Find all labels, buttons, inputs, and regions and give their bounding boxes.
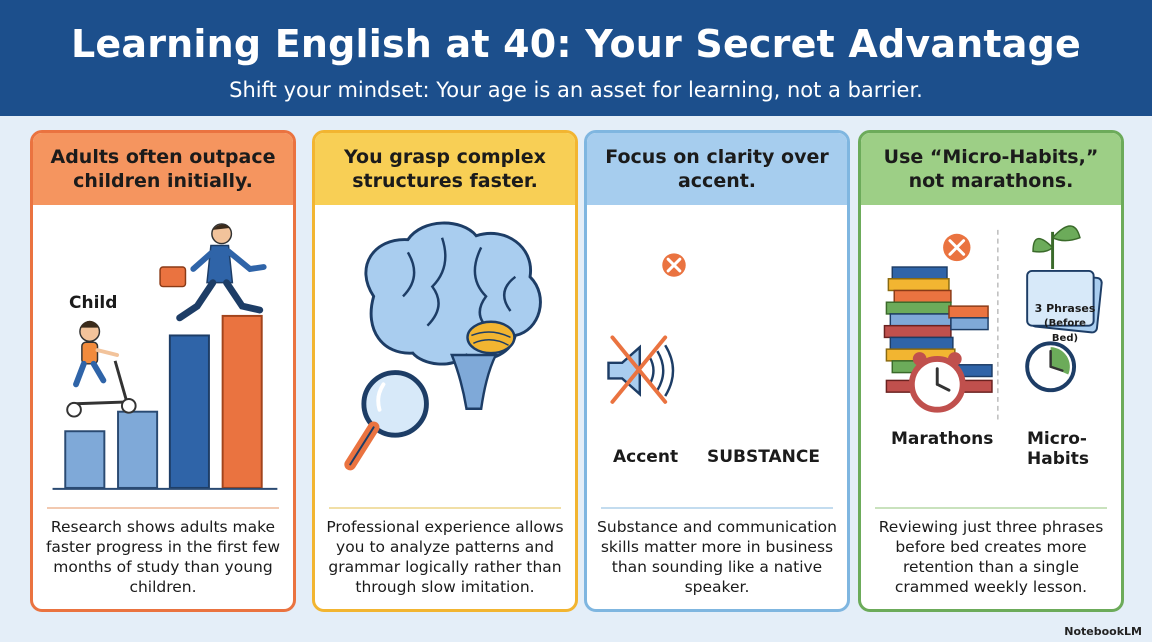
x-mark-icon [662,253,686,277]
micro-habits-label: Micro-Habits [1027,429,1089,469]
child-label: Child [69,293,118,313]
card-body: Substance and communication skills matte… [597,518,837,596]
page-subtitle: Shift your mindset: Your age is an asset… [229,78,923,102]
phrase-card-line1: 3 Phrases [1034,302,1096,315]
marathons-vs-microhabits-illustration [883,225,1103,424]
clock-icon [1025,341,1077,393]
card-micro-habits: Use “Micro-Habits,” not marathons. [858,130,1124,612]
bar-2 [117,410,159,489]
card-title: You grasp complex structures faster. [315,133,575,205]
card-title: Use “Micro-Habits,” not marathons. [861,133,1121,205]
progress-stairs-illustration [52,223,278,490]
phrase-cards-icon [1026,269,1103,334]
card-body: Professional experience allows you to an… [326,518,564,596]
card-title: Adults often outpace children initially. [33,133,293,205]
card-adults-outpace: Adults often outpace children initially. [30,130,296,612]
page-title: Learning English at 40: Your Secret Adva… [70,22,1082,66]
card-body: Research shows adults make faster progre… [45,518,281,596]
adult-figure [159,223,267,322]
sprout-icon [1032,225,1081,269]
phrase-card-text: 3 Phrases (Before Bed) [1031,301,1099,346]
alarm-clock-icon [908,352,966,413]
speaker-muted-icon [607,335,675,404]
header-banner: Learning English at 40: Your Secret Adva… [0,0,1152,116]
card-body: Reviewing just three phrases before bed … [878,518,1104,596]
substance-label: SUBSTANCE [707,447,820,467]
card-divider [329,507,561,509]
brain-icon [364,221,542,410]
accent-vs-substance-illustration [607,253,686,404]
bar-4 [221,314,263,489]
card-title: Focus on clarity over accent. [587,133,847,205]
phrase-card-line2: (Before Bed) [1044,318,1086,344]
marathons-label: Marathons [891,429,994,449]
accent-label: Accent [613,447,679,467]
card-complex-structures: You grasp complex structures faster. Pro… [312,130,578,612]
bar-3 [168,334,210,489]
child-figure [66,320,137,418]
card-divider [47,507,279,509]
card-divider [875,507,1107,509]
card-divider [601,507,833,509]
card-clarity-over-accent: Focus on clarity over accent. Accent SUB… [584,130,850,612]
brain-magnifier-illustration [344,221,542,471]
magnifier-icon [344,370,429,471]
bar-1 [64,430,106,489]
brand-watermark: NotebookLM [1064,625,1142,638]
x-mark-icon [943,233,971,262]
